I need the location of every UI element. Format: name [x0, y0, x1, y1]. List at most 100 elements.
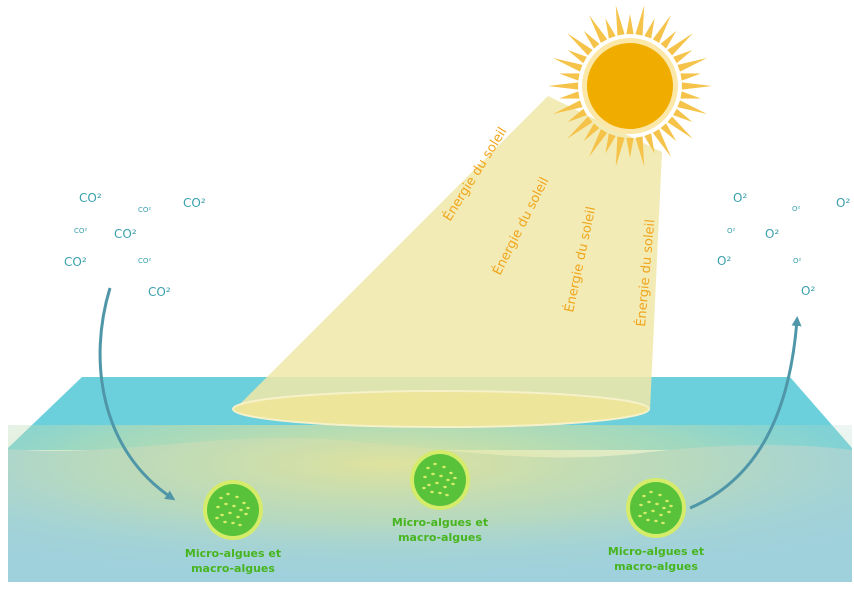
algae-speckle	[446, 478, 450, 482]
sunlight-beam	[232, 96, 662, 428]
sun-ray	[635, 5, 645, 36]
sun-ray	[567, 50, 587, 64]
sun-ray	[644, 133, 655, 154]
algae-cell: Micro-algues et macro-algues	[185, 480, 281, 575]
algae-speckle	[665, 499, 669, 503]
sun-ray	[583, 123, 600, 142]
sun-ray	[605, 133, 616, 154]
sun-ray	[583, 30, 600, 49]
light-cone	[234, 96, 662, 410]
algae-label: macro-algues	[398, 531, 482, 544]
o2-label: O²	[793, 257, 802, 265]
algae-speckle	[236, 515, 240, 519]
o2-label: O²	[717, 254, 731, 268]
algae-speckle	[433, 462, 437, 466]
algae-speckle	[638, 514, 642, 518]
sun-ray	[567, 116, 593, 139]
algae-speckle	[659, 513, 663, 517]
co2-label: CO²	[148, 285, 171, 299]
algae-speckle	[658, 493, 662, 497]
sun-ray	[673, 50, 693, 64]
algae-label: Micro-algues et	[608, 545, 704, 558]
sun-ray	[589, 14, 608, 43]
water-body	[8, 377, 852, 582]
algae-speckle	[216, 505, 220, 509]
algae-speckle	[242, 501, 246, 505]
algae-speckle	[642, 494, 646, 498]
algae-speckle	[662, 506, 666, 510]
algae-speckle	[431, 472, 435, 476]
sun-ray	[626, 14, 634, 35]
o2-label: O²	[727, 227, 736, 235]
algae-cell-icon	[626, 478, 686, 538]
o2-label: O²	[801, 284, 815, 298]
algae-speckle	[647, 500, 651, 504]
algae-label: macro-algues	[614, 560, 698, 573]
sun-ray	[626, 137, 634, 158]
sun-ray	[673, 108, 693, 122]
algae-speckle	[235, 495, 239, 499]
algae-speckle	[244, 512, 248, 516]
algae-speckle	[646, 518, 650, 522]
co2-label: CO²	[138, 206, 151, 214]
sun-ray	[615, 5, 625, 36]
co2-label: CO²	[79, 191, 102, 205]
algae-label: macro-algues	[191, 562, 275, 575]
sun-ray	[644, 18, 655, 39]
sun-ray	[548, 82, 579, 90]
sun-ray	[559, 73, 580, 81]
light-spot	[232, 390, 650, 428]
sun-ray	[680, 73, 701, 81]
sun-ray	[605, 18, 616, 39]
sun-ray	[559, 91, 580, 99]
algae-speckle	[651, 509, 655, 513]
o2-label: O²	[765, 227, 779, 241]
algae-speckle	[453, 476, 457, 480]
algae-speckle	[643, 511, 647, 515]
sun-ray	[680, 91, 701, 99]
algae-speckle	[661, 521, 665, 525]
algae-speckle	[445, 493, 449, 497]
algae-speckle	[228, 511, 232, 515]
algae-speckle	[231, 521, 235, 525]
algae-speckle	[427, 483, 431, 487]
arrow-curve-down-icon	[98, 287, 176, 501]
algae-label: Micro-algues et	[392, 516, 488, 529]
algae-speckle	[239, 508, 243, 512]
sun-ray	[635, 136, 645, 167]
algae-speckle	[215, 516, 219, 520]
sun-ray	[652, 14, 671, 43]
co2-label: CO²	[138, 257, 151, 265]
algae-speckle	[422, 486, 426, 490]
algae-cell: Micro-algues et macro-algues	[392, 450, 488, 544]
algae-speckle	[224, 502, 228, 506]
sun-ray	[660, 30, 677, 49]
sun-ray	[552, 57, 583, 72]
algae-speckle	[667, 510, 671, 514]
algae-speckle	[423, 475, 427, 479]
o2-label: O²	[733, 191, 747, 205]
sun-ray	[681, 82, 712, 90]
sun-ray	[589, 129, 608, 158]
sun-ray	[677, 100, 708, 115]
algae-speckle	[426, 466, 430, 470]
algae-speckle	[654, 519, 658, 523]
algae-speckle	[649, 490, 653, 494]
algae-speckle	[438, 491, 442, 495]
sun-rays	[548, 5, 712, 167]
algae-speckle	[639, 503, 643, 507]
algae-cell: Micro-algues et macro-algues	[608, 478, 704, 573]
co2-label: CO²	[114, 227, 137, 241]
algae-speckle	[439, 474, 443, 478]
sun-ray	[567, 108, 587, 122]
arrow-curve-up-icon	[689, 316, 802, 510]
sun-ray	[660, 123, 677, 142]
o2-molecules: O² O² O² O² O² O² O² O²	[717, 191, 850, 298]
sun-disc	[587, 43, 673, 129]
algae-speckle	[219, 496, 223, 500]
sun-ray	[552, 100, 583, 115]
algae-cell-icon	[203, 480, 263, 540]
co2-label: CO²	[183, 196, 206, 210]
sun-ray	[567, 33, 593, 56]
